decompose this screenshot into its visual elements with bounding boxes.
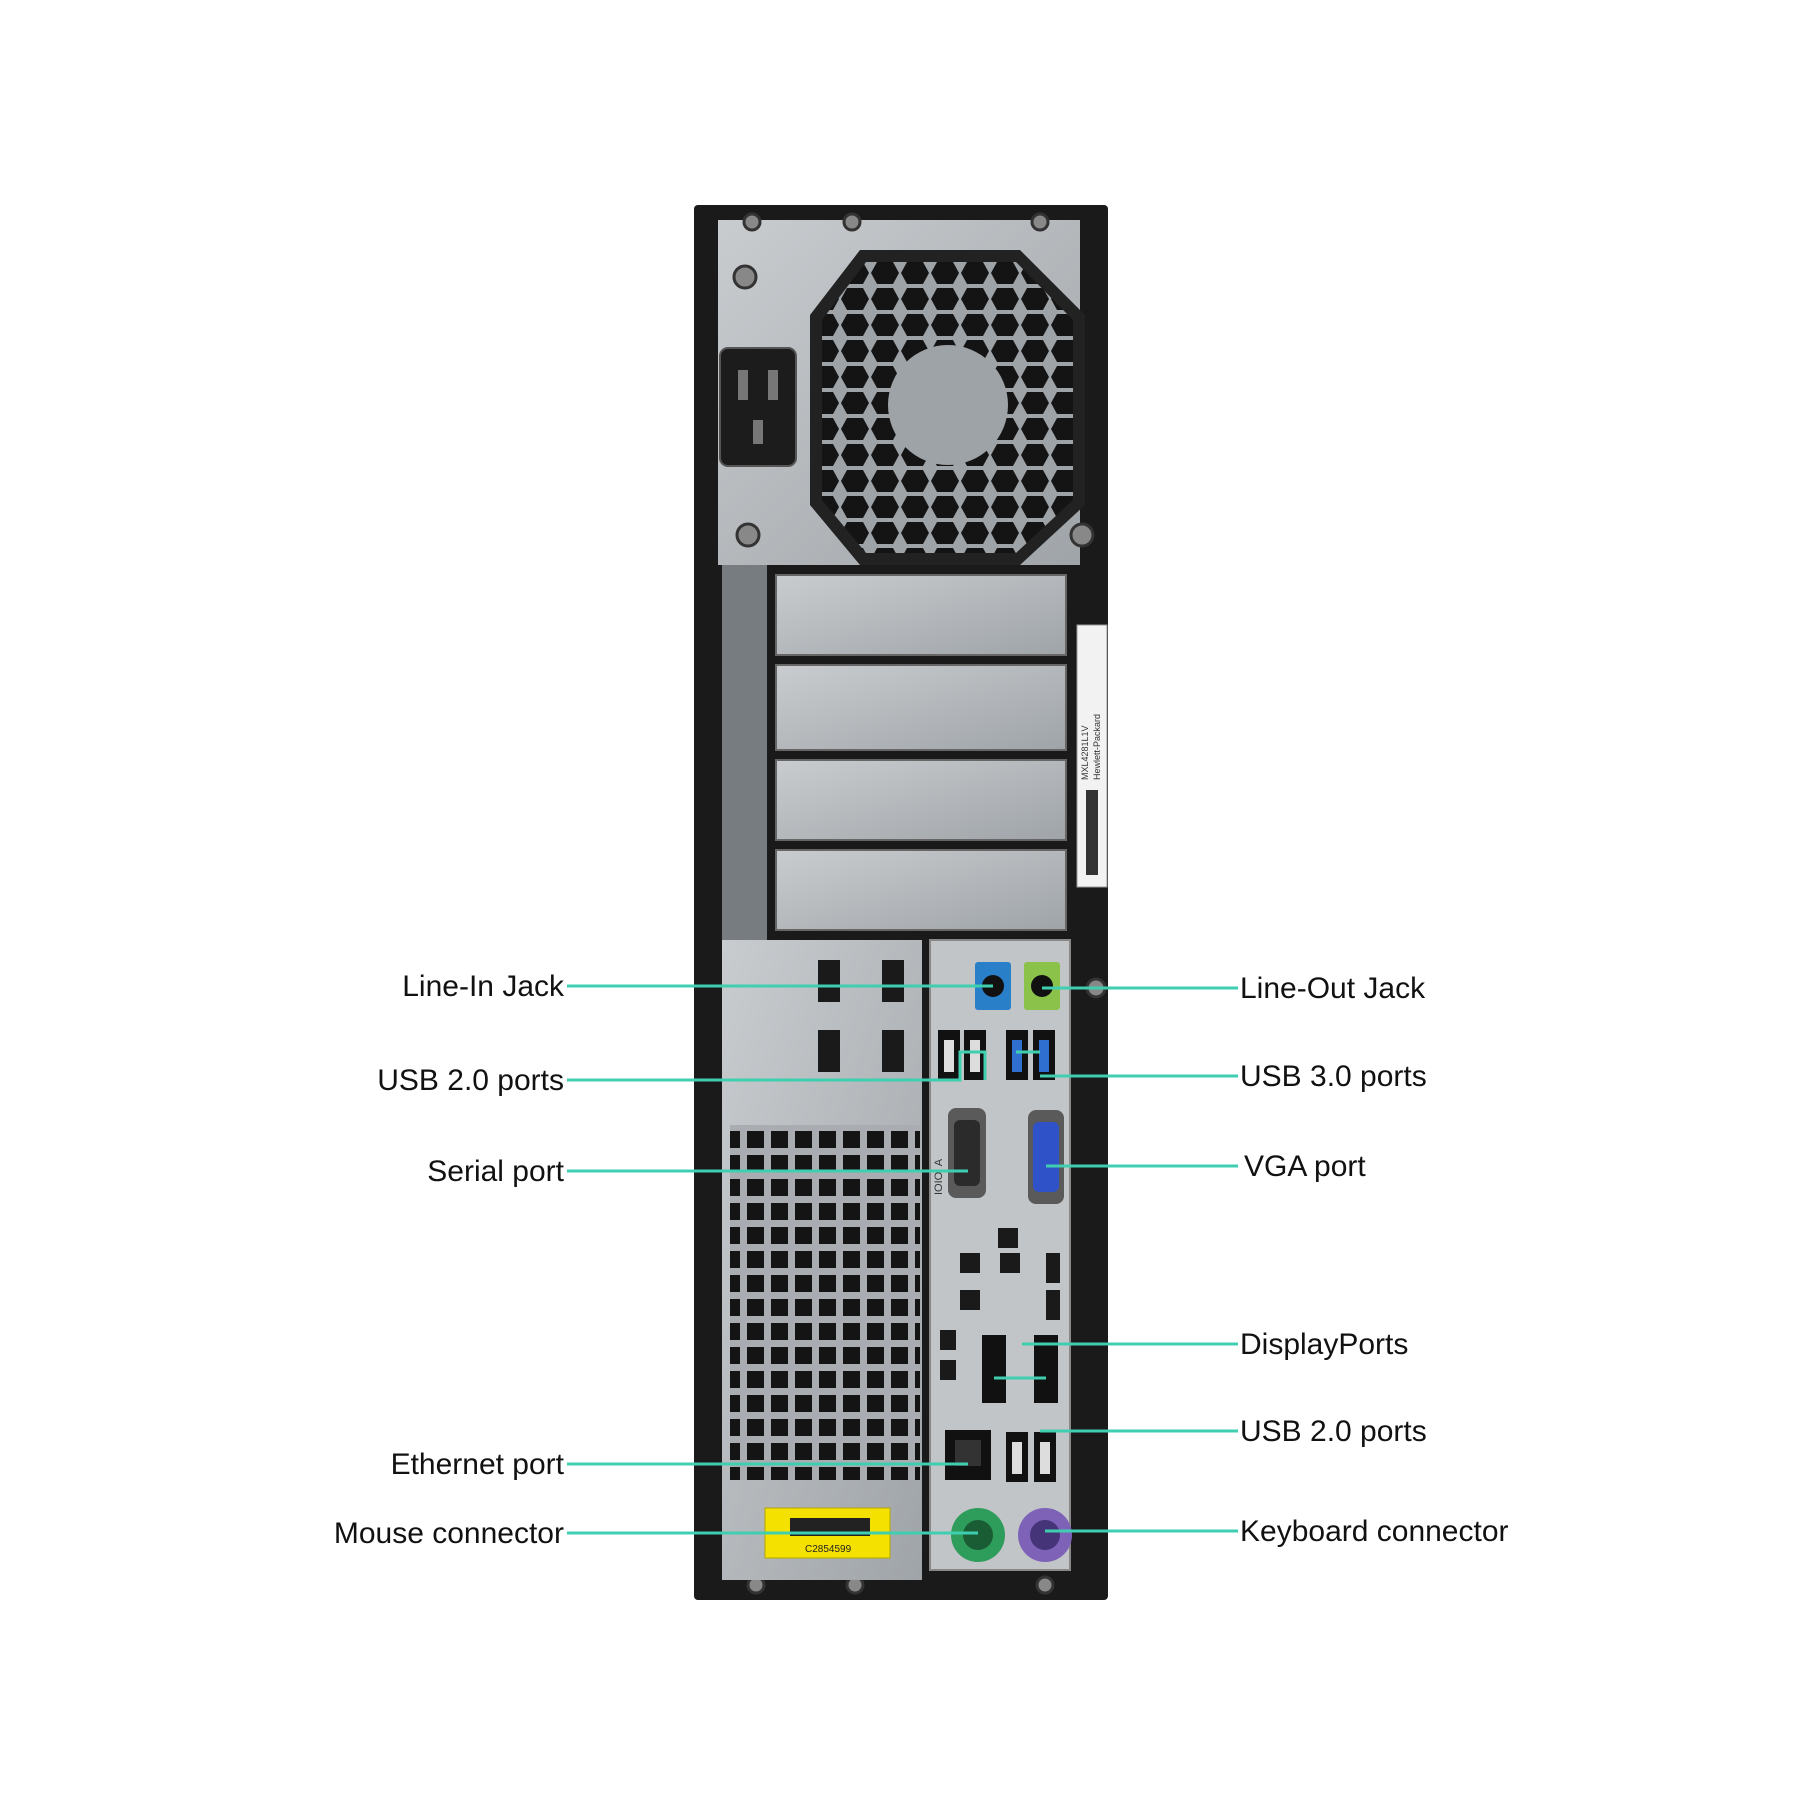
label-vga-port: VGA port [1244, 1150, 1366, 1183]
service-tag-line2: Hewlett-Packard [1092, 714, 1102, 780]
expansion-slots [775, 574, 1067, 931]
service-tag-sticker: MXL4281L1V Hewlett-Packard [1076, 624, 1108, 888]
ventilation-grid [730, 1125, 920, 1480]
vga-port-connector [1028, 1110, 1064, 1204]
service-tag-line1: MXL4281L1V [1080, 725, 1090, 780]
line-out-icon [1024, 962, 1060, 1010]
displayport-icon [982, 1335, 1058, 1403]
mouse-icon [951, 1508, 1005, 1562]
label-line-out-jack: Line-Out Jack [1240, 972, 1426, 1005]
label-usb30-ports: USB 3.0 ports [1240, 1060, 1427, 1093]
expansion-bracket [722, 565, 767, 960]
serial-marking: IOIOI A [933, 1158, 945, 1195]
leader-usb20-top [567, 1050, 987, 1082]
usb-ss-icon [1006, 1030, 1055, 1080]
label-serial-port: Serial port [427, 1155, 564, 1188]
usb-icon [938, 1030, 986, 1080]
screws [732, 212, 1107, 1595]
knockout-left-4 [882, 1030, 904, 1072]
fan-grille-icon [810, 250, 1085, 565]
keyboard-icon [1018, 1508, 1072, 1562]
label-usb20-top: USB 2.0 ports [377, 1064, 564, 1097]
label-ethernet-port: Ethernet port [390, 1448, 564, 1481]
label-mouse-connector: Mouse connector [333, 1517, 564, 1550]
knockout-left-2 [882, 960, 904, 1002]
asset-tag-number: C2854599 [805, 1544, 852, 1555]
shield-knockouts [940, 1228, 1060, 1380]
ethernet-icon [945, 1430, 991, 1480]
label-keyboard-connector: Keyboard connector [1240, 1515, 1509, 1548]
label-usb20-bottom: USB 2.0 ports [1240, 1415, 1427, 1448]
leader-lines [567, 984, 1238, 1535]
usb-bottom-ports [1006, 1432, 1056, 1482]
label-displayports: DisplayPorts [1240, 1328, 1409, 1361]
knockout-left-3 [818, 1030, 840, 1072]
knockout-left [818, 960, 840, 1002]
label-line-in-jack: Line-In Jack [402, 970, 564, 1003]
power-socket-icon [719, 347, 797, 467]
